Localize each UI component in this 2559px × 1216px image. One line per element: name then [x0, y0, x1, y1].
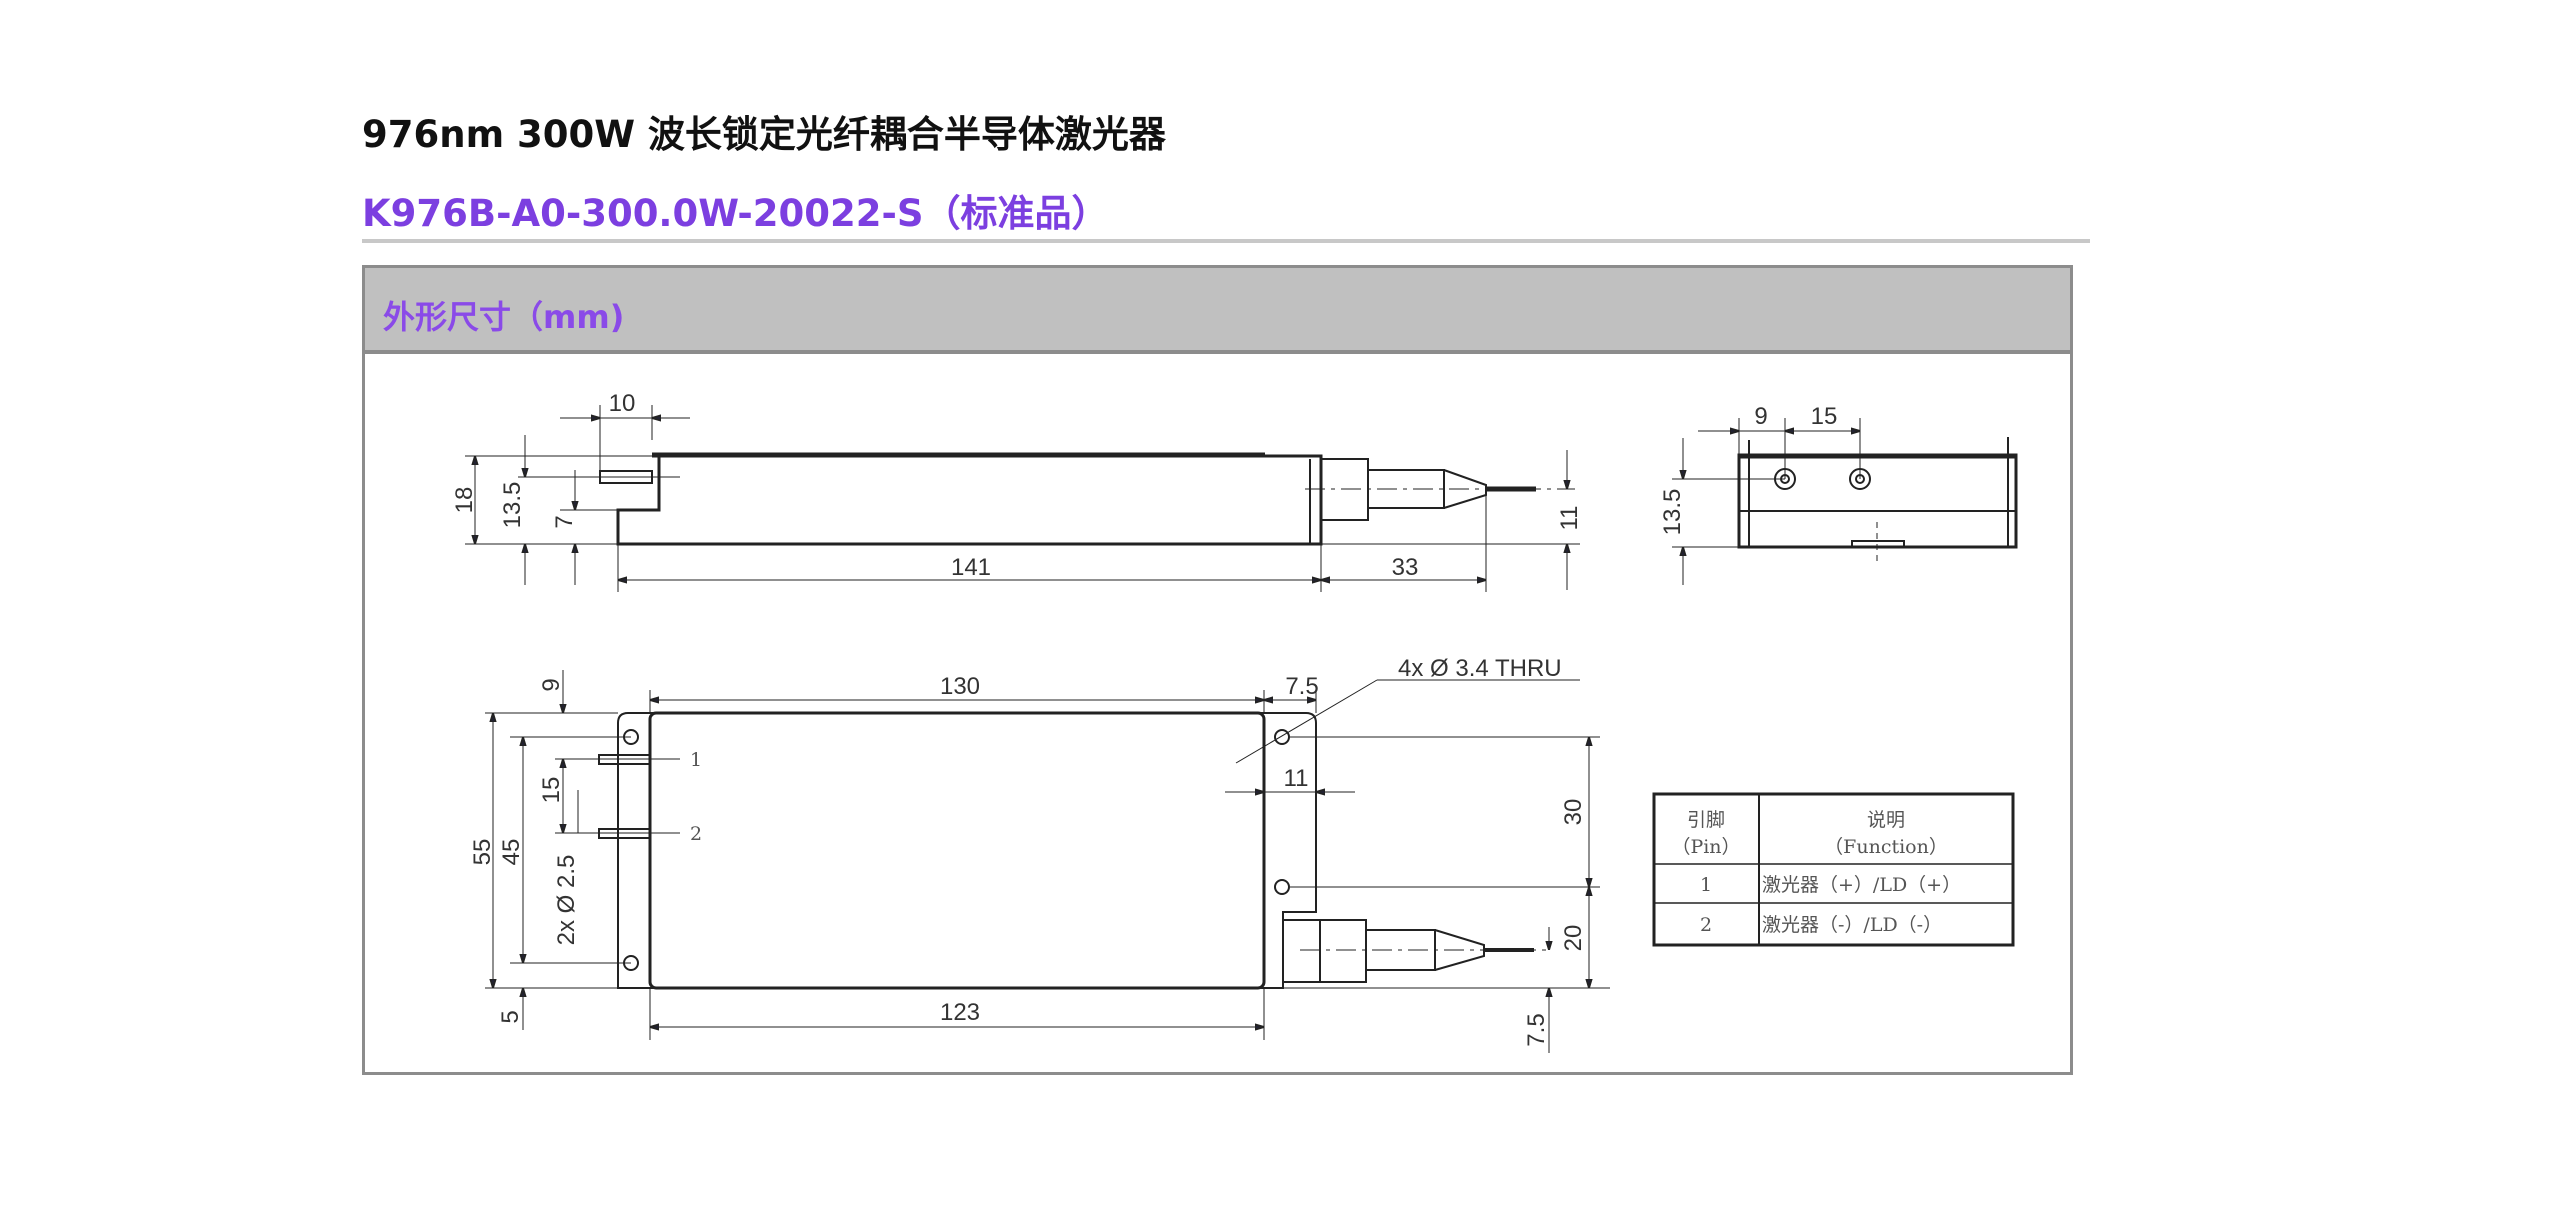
dim-7-5-top: 7.5 — [1285, 673, 1318, 700]
divider — [362, 239, 2090, 243]
dim-30: 30 — [1560, 799, 1587, 826]
page-title: 976nm 300W 波长锁定光纤耦合半导体激光器 — [362, 113, 1166, 156]
dim-13-5: 13.5 — [1659, 489, 1686, 536]
dimensions-panel: 外形尺寸（mm) — [362, 265, 2073, 1075]
dim-18: 18 — [451, 487, 478, 514]
dim-141: 141 — [951, 554, 991, 581]
dim-45: 45 — [498, 839, 525, 866]
dim-10: 10 — [609, 390, 636, 417]
dim-7-5-bottom: 7.5 — [1523, 1013, 1550, 1046]
dim-11: 11 — [1556, 506, 1583, 531]
row-1-function: 激光器（+）/LD（+） — [1762, 874, 1961, 896]
function-header-cn: 说明 — [1867, 809, 1905, 831]
model-number: K976B-A0-300.0W-20022-S（标准品） — [362, 192, 1109, 235]
side-view: 10 18 13.5 7 141 33 11 — [451, 390, 1583, 592]
dim-55: 55 — [469, 839, 496, 866]
pin-header-en: （Pin） — [1671, 836, 1740, 858]
pin-diameter-callout: 2x Ø 2.5 — [553, 855, 580, 946]
pin-header-cn: 引脚 — [1687, 809, 1725, 831]
row-2-function: 激光器（-）/LD（-） — [1762, 914, 1942, 936]
dimensions-header: 外形尺寸（mm) — [365, 268, 2070, 354]
dim-9: 9 — [538, 678, 565, 691]
dim-20: 20 — [1560, 925, 1587, 952]
dim-7: 7 — [551, 515, 578, 528]
dim-130: 130 — [940, 673, 980, 700]
dim-5: 5 — [497, 1010, 524, 1023]
row-1-pin: 1 — [1700, 874, 1712, 896]
dim-11: 11 — [1284, 765, 1309, 792]
dim-33: 33 — [1392, 554, 1419, 581]
row-2-pin: 2 — [1700, 914, 1712, 936]
pin-2-label: 2 — [690, 823, 702, 845]
section-title: 外形尺寸（mm) — [383, 298, 625, 336]
dim-123: 123 — [940, 999, 980, 1026]
dim-13-5: 13.5 — [499, 482, 526, 529]
hole-callout: 4x Ø 3.4 THRU — [1398, 655, 1562, 682]
dim-15: 15 — [538, 777, 565, 804]
end-view: 9 15 13.5 — [1659, 403, 2018, 585]
pin-table: 引脚 （Pin） 说明 （Function） 1 激光器（+）/LD（+） 2 … — [1652, 792, 2015, 947]
dim-9: 9 — [1754, 403, 1767, 430]
function-header-en: （Function） — [1824, 836, 1948, 858]
dim-15: 15 — [1811, 403, 1838, 430]
pin-1-label: 1 — [690, 749, 702, 771]
top-view: 1 2 130 7.5 4x Ø 3.4 THRU 11 9 — [469, 655, 1610, 1053]
